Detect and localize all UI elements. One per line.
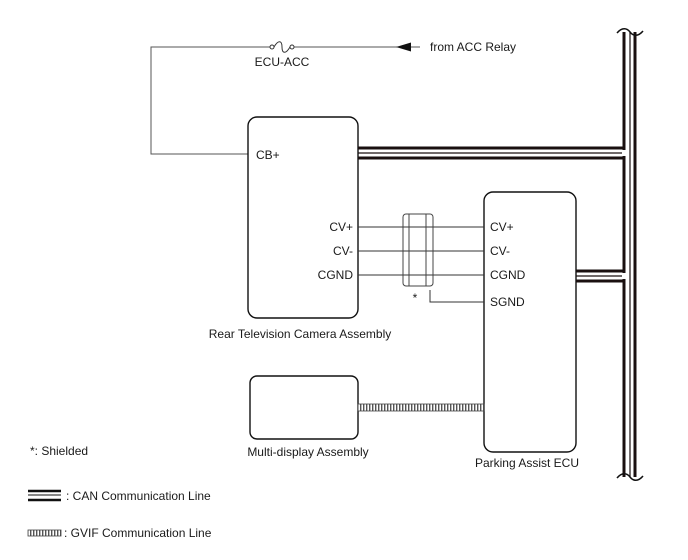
pin-camera-cv-minus: CV- xyxy=(333,244,353,258)
shield-marker: * xyxy=(413,291,418,305)
pin-camera-cv-plus: CV+ xyxy=(329,220,353,234)
parking-ecu-label: Parking Assist ECU xyxy=(475,456,579,470)
rear-camera-label: Rear Television Camera Assembly xyxy=(209,327,392,341)
source-label: from ACC Relay xyxy=(430,40,516,54)
gvif-line xyxy=(357,403,485,412)
can-bus xyxy=(358,32,637,477)
fuse-icon xyxy=(269,41,295,53)
pin-ecu-cgnd: CGND xyxy=(490,268,526,282)
parking-ecu-box xyxy=(483,191,577,453)
pin-camera-cgnd: CGND xyxy=(318,268,354,282)
wire-sgnd xyxy=(429,290,484,303)
pin-ecu-cv-plus: CV+ xyxy=(490,220,514,234)
legend-gvif-swatch xyxy=(27,529,62,537)
legend-can-swatch xyxy=(28,489,61,502)
multi-display-label: Multi-display Assembly xyxy=(247,445,368,459)
legend-can-label: : CAN Communication Line xyxy=(66,489,211,503)
fuse-label: ECU-ACC xyxy=(255,55,310,69)
pin-cb-plus: CB+ xyxy=(256,148,280,162)
signal-wires xyxy=(358,226,484,303)
legend-shielded: *: Shielded xyxy=(30,444,88,458)
rear-camera-box xyxy=(247,116,359,319)
pin-ecu-sgnd: SGND xyxy=(490,295,525,309)
pin-ecu-cv-minus: CV- xyxy=(490,244,510,258)
multi-display-box xyxy=(249,375,359,440)
legend-gvif-label: : GVIF Communication Line xyxy=(64,526,212,540)
arrow-left-icon xyxy=(396,42,411,52)
break-mark-top-icon xyxy=(616,28,644,36)
break-mark-bottom-icon xyxy=(616,473,644,481)
shield-icon xyxy=(402,213,434,287)
